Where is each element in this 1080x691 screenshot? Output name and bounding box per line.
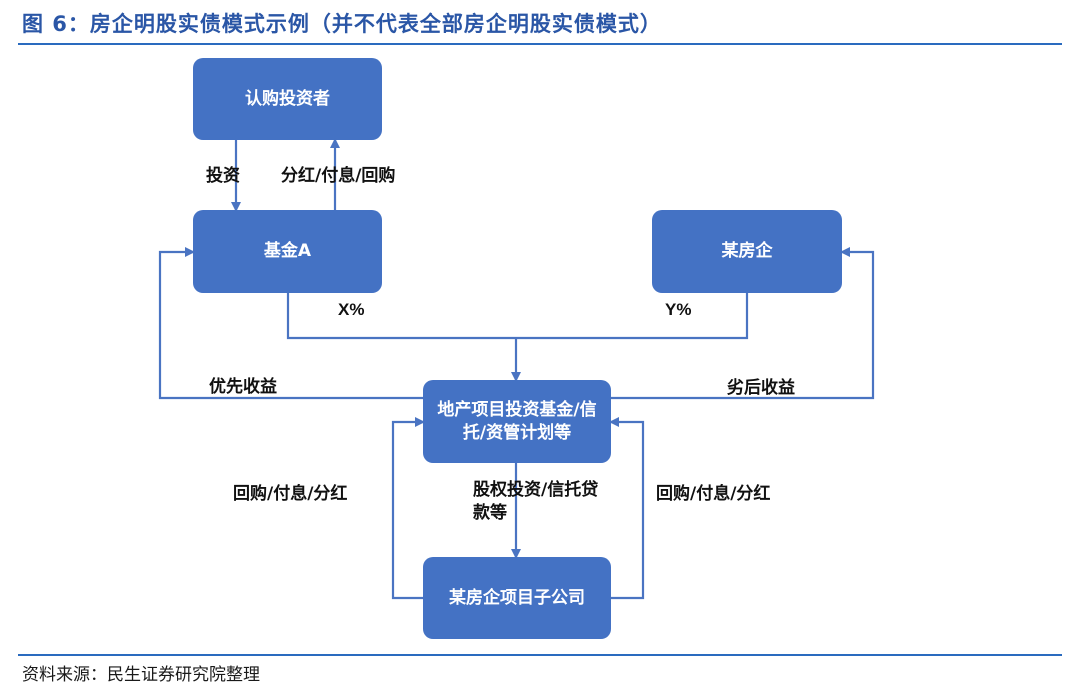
y-share-label: Y% bbox=[665, 300, 692, 319]
fund-a-share-line bbox=[286, 293, 516, 340]
source-note: 资料来源：民生证券研究院整理 bbox=[22, 665, 260, 685]
footer-rule bbox=[18, 654, 1062, 656]
figure-title: 图 6：房企明股实债模式示例（并不代表全部房企明股实债模式） bbox=[22, 12, 662, 36]
buyback-left-arrow bbox=[391, 417, 425, 600]
equity-loan-label: 股权投资/信托贷款等 bbox=[473, 480, 599, 523]
title-rule bbox=[18, 43, 1062, 45]
buyback-right-arrow bbox=[609, 417, 645, 600]
dividend-label: 分红/付息/回购 bbox=[281, 166, 396, 186]
fund-a-node: 基金A bbox=[193, 210, 382, 293]
priority-return-label: 优先收益 bbox=[209, 377, 277, 397]
buyback-right-label: 回购/付息/分红 bbox=[656, 484, 771, 504]
vehicle-node: 地产项目投资基金/信托/资管计划等 bbox=[423, 380, 611, 463]
priority-return-arrow bbox=[158, 247, 423, 400]
buyback-left-label: 回购/付息/分红 bbox=[233, 484, 348, 504]
x-share-label: X% bbox=[338, 300, 365, 319]
developer-share-line bbox=[516, 293, 749, 340]
developer-node: 某房企 bbox=[652, 210, 842, 293]
invest-label: 投资 bbox=[206, 166, 240, 186]
subordinate-return-label: 劣后收益 bbox=[727, 378, 795, 398]
subscriber-node: 认购投资者 bbox=[193, 58, 382, 140]
project-company-node: 某房企项目子公司 bbox=[423, 557, 611, 639]
subordinate-return-arrow bbox=[611, 247, 875, 400]
